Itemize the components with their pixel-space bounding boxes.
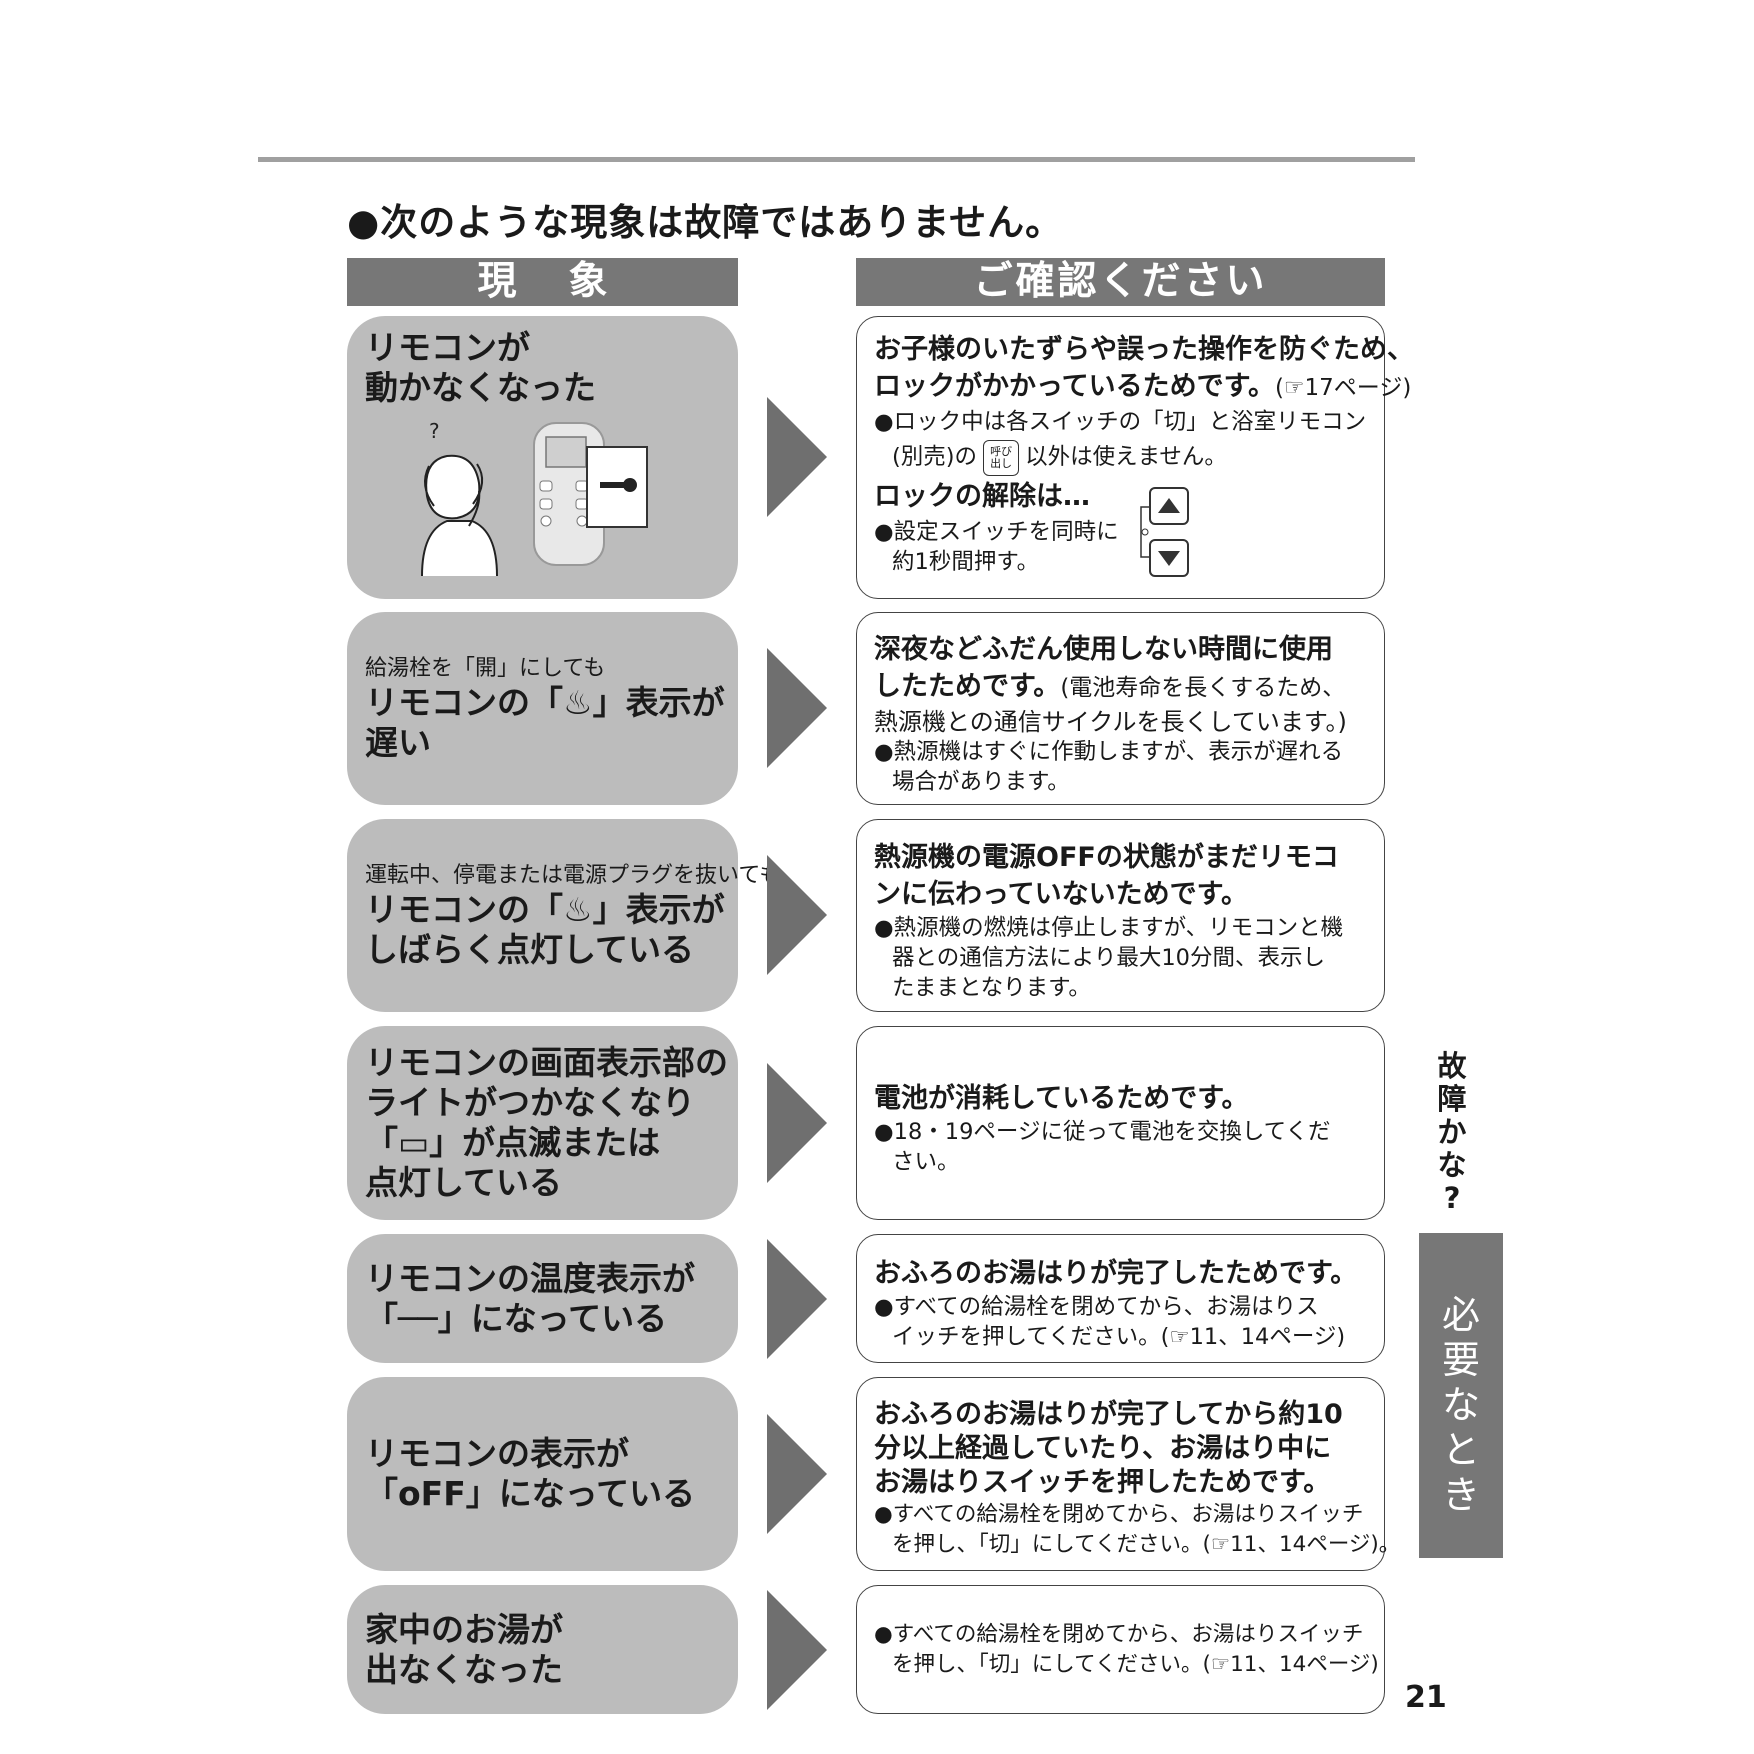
answer-card-4: 電池が消耗しているためです。 ●18・19ページに従って電池を交換してくだ さい…	[856, 1026, 1385, 1220]
symptom-condition: 運転中、停電または電源プラグを抜いても	[365, 862, 782, 888]
arrow-icon	[767, 1239, 827, 1359]
confused-woman-illustration: ?	[421, 419, 498, 576]
header-symptom: 現象	[347, 258, 738, 306]
unlock-bullet: 約1秒間押す。	[892, 549, 1040, 575]
answer-bullet: 場合があります。	[892, 768, 1070, 795]
symptom-line: リモコンの「♨」表示が	[365, 889, 725, 929]
answer-bullet: ●ロック中は各スイッチの「切」と浴室リモコン	[874, 409, 1367, 435]
answer-head: 深夜などふだん使用しない時間に使用	[874, 633, 1333, 665]
symptom-card-4: リモコンの画面表示部の ライトがつかなくなり 「▭」が点滅または 点灯している	[347, 1026, 738, 1220]
answer-head: おふろのお湯はりが完了したためです。	[874, 1258, 1358, 1289]
arrow-icon	[767, 397, 827, 517]
answer-card-6: おふろのお湯はりが完了してから約10 分以上経過していたり、お湯はり中に お湯は…	[856, 1377, 1401, 1571]
answer-bullet: ●すべての給湯栓を閉めてから、お湯はりス	[874, 1294, 1319, 1320]
symptom-line: リモコンの表示が	[365, 1434, 629, 1473]
page-number: 21	[1405, 1680, 1447, 1715]
answer-card-2: 深夜などふだん使用しない時間に使用 したためです。(電池寿命を長くするため、 熱…	[856, 612, 1385, 805]
answer-bullet: を押し、「切」にしてください。(☞11、14ページ)	[892, 1651, 1379, 1677]
answer-head: お子様のいたずらや誤った操作を防ぐため、	[874, 334, 1414, 365]
symptom-line: リモコンが	[365, 328, 530, 367]
answer-bullet: 器との通信方法により最大10分間、表示し	[892, 944, 1325, 971]
up-arrow-button-icon	[1149, 487, 1189, 525]
arrow-icon	[767, 855, 827, 975]
symptom-line: 点灯している	[365, 1163, 563, 1202]
symptom-line: 「──」になっている	[365, 1298, 668, 1338]
bracket-icon	[1140, 506, 1149, 558]
svg-text:?: ?	[429, 419, 440, 443]
page-ref: (☞17ページ)	[1274, 375, 1412, 401]
answer-head: 分以上経過していたり、お湯はり中に	[874, 1433, 1332, 1464]
arrow-icon	[767, 1590, 827, 1710]
answer-head: したためです。(電池寿命を長くするため、	[874, 670, 1346, 702]
symptom-line: リモコンの「♨」表示が	[365, 682, 725, 722]
page-intro: ●次のような現象は故障ではありません。	[347, 201, 1064, 244]
symptom-line: リモコンの画面表示部の	[365, 1043, 728, 1082]
answer-bullet: さい。	[892, 1148, 960, 1175]
arrow-icon	[767, 1414, 827, 1534]
answer-bullet: ●熱源機はすぐに作動しますが、表示が遅れる	[874, 738, 1344, 765]
unlock-title: ロックの解除は…	[874, 481, 1090, 512]
symptom-card-2: 給湯栓を「開」にしても リモコンの「♨」表示が 遅い	[347, 612, 738, 805]
answer-bullet: ●熱源機の燃焼は停止しますが、リモコンと機	[874, 914, 1344, 941]
answer-bullet: イッチを押してください。(☞11、14ページ)	[892, 1324, 1346, 1350]
arrow-icon	[767, 1063, 827, 1183]
symptom-line: ライトがつかなくなり	[365, 1083, 695, 1122]
remote-illustration	[533, 422, 648, 566]
section-tab: 必 要 な と き	[1419, 1233, 1503, 1558]
answer-bullet: たままとなります。	[892, 974, 1091, 1001]
answer-card-1: お子様のいたずらや誤った操作を防ぐため、 ロックがかかっているためです。(☞17…	[856, 316, 1414, 599]
symptom-line: しばらく点灯している	[365, 929, 695, 969]
answer-bullet: を押し、「切」にしてください。(☞11、14ページ)。	[892, 1532, 1401, 1557]
answer-bullet: ●18・19ページに従って電池を交換してくだ	[874, 1118, 1331, 1145]
top-rule	[258, 157, 1415, 162]
side-label-question: 故 障 か な ?	[1437, 1049, 1467, 1215]
answer-card-5: おふろのお湯はりが完了したためです。 ●すべての給湯栓を閉めてから、お湯はりス …	[856, 1234, 1385, 1363]
answer-head: 熱源機の電源OFFの状態がまだリモコ	[874, 841, 1339, 873]
answer-card-3: 熱源機の電源OFFの状態がまだリモコ ンに伝わっていないためです。 ●熱源機の燃…	[856, 819, 1385, 1012]
answer-head: ロックがかかっているためです。(☞17ページ)	[874, 371, 1412, 402]
answer-head: お湯はりスイッチを押したためです。	[874, 1467, 1331, 1498]
symptom-card-5: リモコンの温度表示が 「──」になっている	[347, 1234, 738, 1363]
answer-line: 熱源機との通信サイクルを長くしています。)	[874, 707, 1347, 736]
symptom-line: リモコンの温度表示が	[365, 1258, 695, 1298]
answer-bullet: ●すべての給湯栓を閉めてから、お湯はりスイッチ	[874, 1502, 1364, 1527]
symptom-line: 「oFF」になっている	[365, 1474, 696, 1513]
answer-bullet: (別売)の呼び出し以外は使えません。	[874, 437, 1368, 477]
symptom-line: 遅い	[365, 722, 431, 762]
header-check: ご確認ください	[856, 258, 1385, 306]
symptom-condition: 給湯栓を「開」にしても	[365, 655, 606, 681]
answer-bullet: ●すべての給湯栓を閉めてから、お湯はりスイッチ	[874, 1621, 1364, 1647]
call-button-icon: 呼び出し	[983, 439, 1020, 476]
symptom-card-3: 運転中、停電または電源プラグを抜いても リモコンの「♨」表示が しばらく点灯して…	[347, 819, 782, 1012]
answer-card-7: ●すべての給湯栓を閉めてから、お湯はりスイッチ を押し、「切」にしてください。(…	[856, 1585, 1385, 1714]
answer-head: 電池が消耗しているためです。	[874, 1082, 1249, 1114]
arrow-icon	[767, 648, 827, 768]
symptom-line: 家中のお湯が	[365, 1609, 563, 1649]
symptom-line: 「▭」が点滅または	[365, 1123, 661, 1162]
symptom-line: 動かなくなった	[365, 368, 596, 407]
answer-head: ンに伝わっていないためです。	[874, 878, 1248, 910]
symptom-card-1: リモコンが 動かなくなった ?	[347, 316, 738, 599]
symptom-line: 出なくなった	[365, 1649, 563, 1689]
answer-head: おふろのお湯はりが完了してから約10	[874, 1399, 1343, 1430]
down-arrow-button-icon	[1149, 539, 1189, 577]
unlock-bullet: ●設定スイッチを同時に	[874, 519, 1119, 545]
symptom-card-6: リモコンの表示が 「oFF」になっている	[347, 1377, 738, 1571]
symptom-card-7: 家中のお湯が 出なくなった	[347, 1585, 738, 1714]
